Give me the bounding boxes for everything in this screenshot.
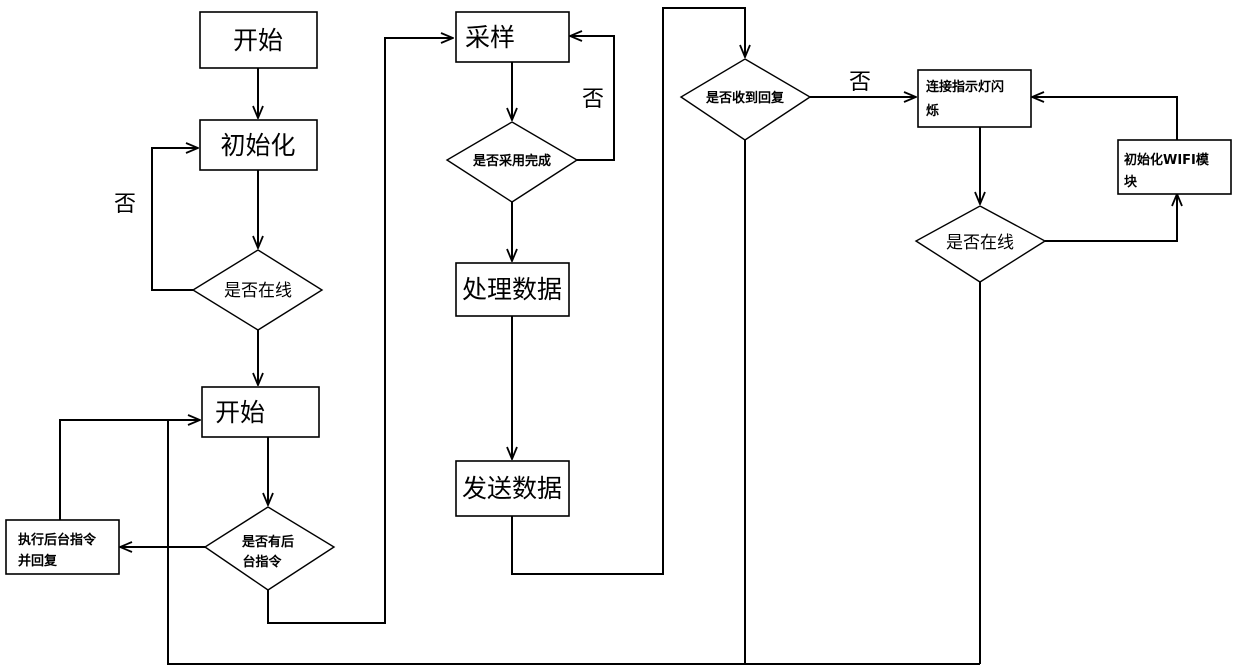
decision-reply-received: 是否收到回复 bbox=[681, 59, 810, 140]
edge-label-no-reply: 否 bbox=[849, 70, 871, 95]
node-start-1: 开始 bbox=[200, 12, 317, 68]
decision-online-2-label: 是否在线 bbox=[946, 233, 1014, 253]
node-start-2: 开始 bbox=[202, 387, 319, 437]
node-process-data-label: 处理数据 bbox=[462, 275, 562, 304]
edge-exec-to-start bbox=[60, 420, 200, 520]
node-sample-label: 采样 bbox=[465, 23, 515, 52]
node-process-data: 处理数据 bbox=[456, 263, 569, 316]
node-init-wifi-label-1: 初始化WIFI模 bbox=[1124, 152, 1210, 168]
node-sample: 采样 bbox=[456, 12, 569, 62]
decision-backend-command: 是否有后 台指令 bbox=[205, 507, 334, 590]
edge-online-no-loop bbox=[152, 148, 198, 290]
node-exec-backend: 执行后台指令 并回复 bbox=[6, 520, 119, 574]
node-exec-backend-label-2: 并回复 bbox=[18, 553, 58, 569]
node-send-data: 发送数据 bbox=[456, 461, 569, 516]
decision-reply-received-label: 是否收到回复 bbox=[705, 90, 785, 106]
node-exec-backend-label-1: 执行后台指令 bbox=[18, 532, 97, 548]
edge-label-no-init-loop: 否 bbox=[114, 192, 136, 217]
node-indicator-blink-label-2: 烁 bbox=[926, 103, 939, 119]
node-init-wifi: 初始化WIFI模 块 bbox=[1118, 140, 1231, 194]
node-send-data-label: 发送数据 bbox=[462, 474, 562, 503]
decision-sample-done-label: 是否采用完成 bbox=[472, 153, 551, 169]
edge-label-no-sample-loop: 否 bbox=[582, 87, 604, 112]
decision-sample-done: 是否采用完成 bbox=[447, 122, 577, 202]
decision-backend-command-label-2: 台指令 bbox=[242, 554, 282, 570]
decision-backend-command-label-1: 是否有后 bbox=[241, 534, 294, 550]
decision-online-1-label: 是否在线 bbox=[224, 281, 292, 301]
node-indicator-blink-label-1: 连接指示灯闪 bbox=[926, 79, 1004, 95]
node-init-wifi-label-2: 块 bbox=[1124, 174, 1138, 190]
edge-online-no-to-wifi-init bbox=[1045, 194, 1177, 241]
decision-online-2: 是否在线 bbox=[916, 206, 1045, 282]
node-start-2-label: 开始 bbox=[215, 398, 265, 427]
edge-wifi-init-to-blink bbox=[1032, 97, 1177, 140]
decision-online-1: 是否在线 bbox=[193, 250, 322, 330]
node-init-label: 初始化 bbox=[220, 131, 295, 160]
node-start-1-label: 开始 bbox=[233, 26, 283, 55]
node-init: 初始化 bbox=[200, 120, 317, 170]
node-indicator-blink: 连接指示灯闪 烁 bbox=[918, 70, 1031, 127]
